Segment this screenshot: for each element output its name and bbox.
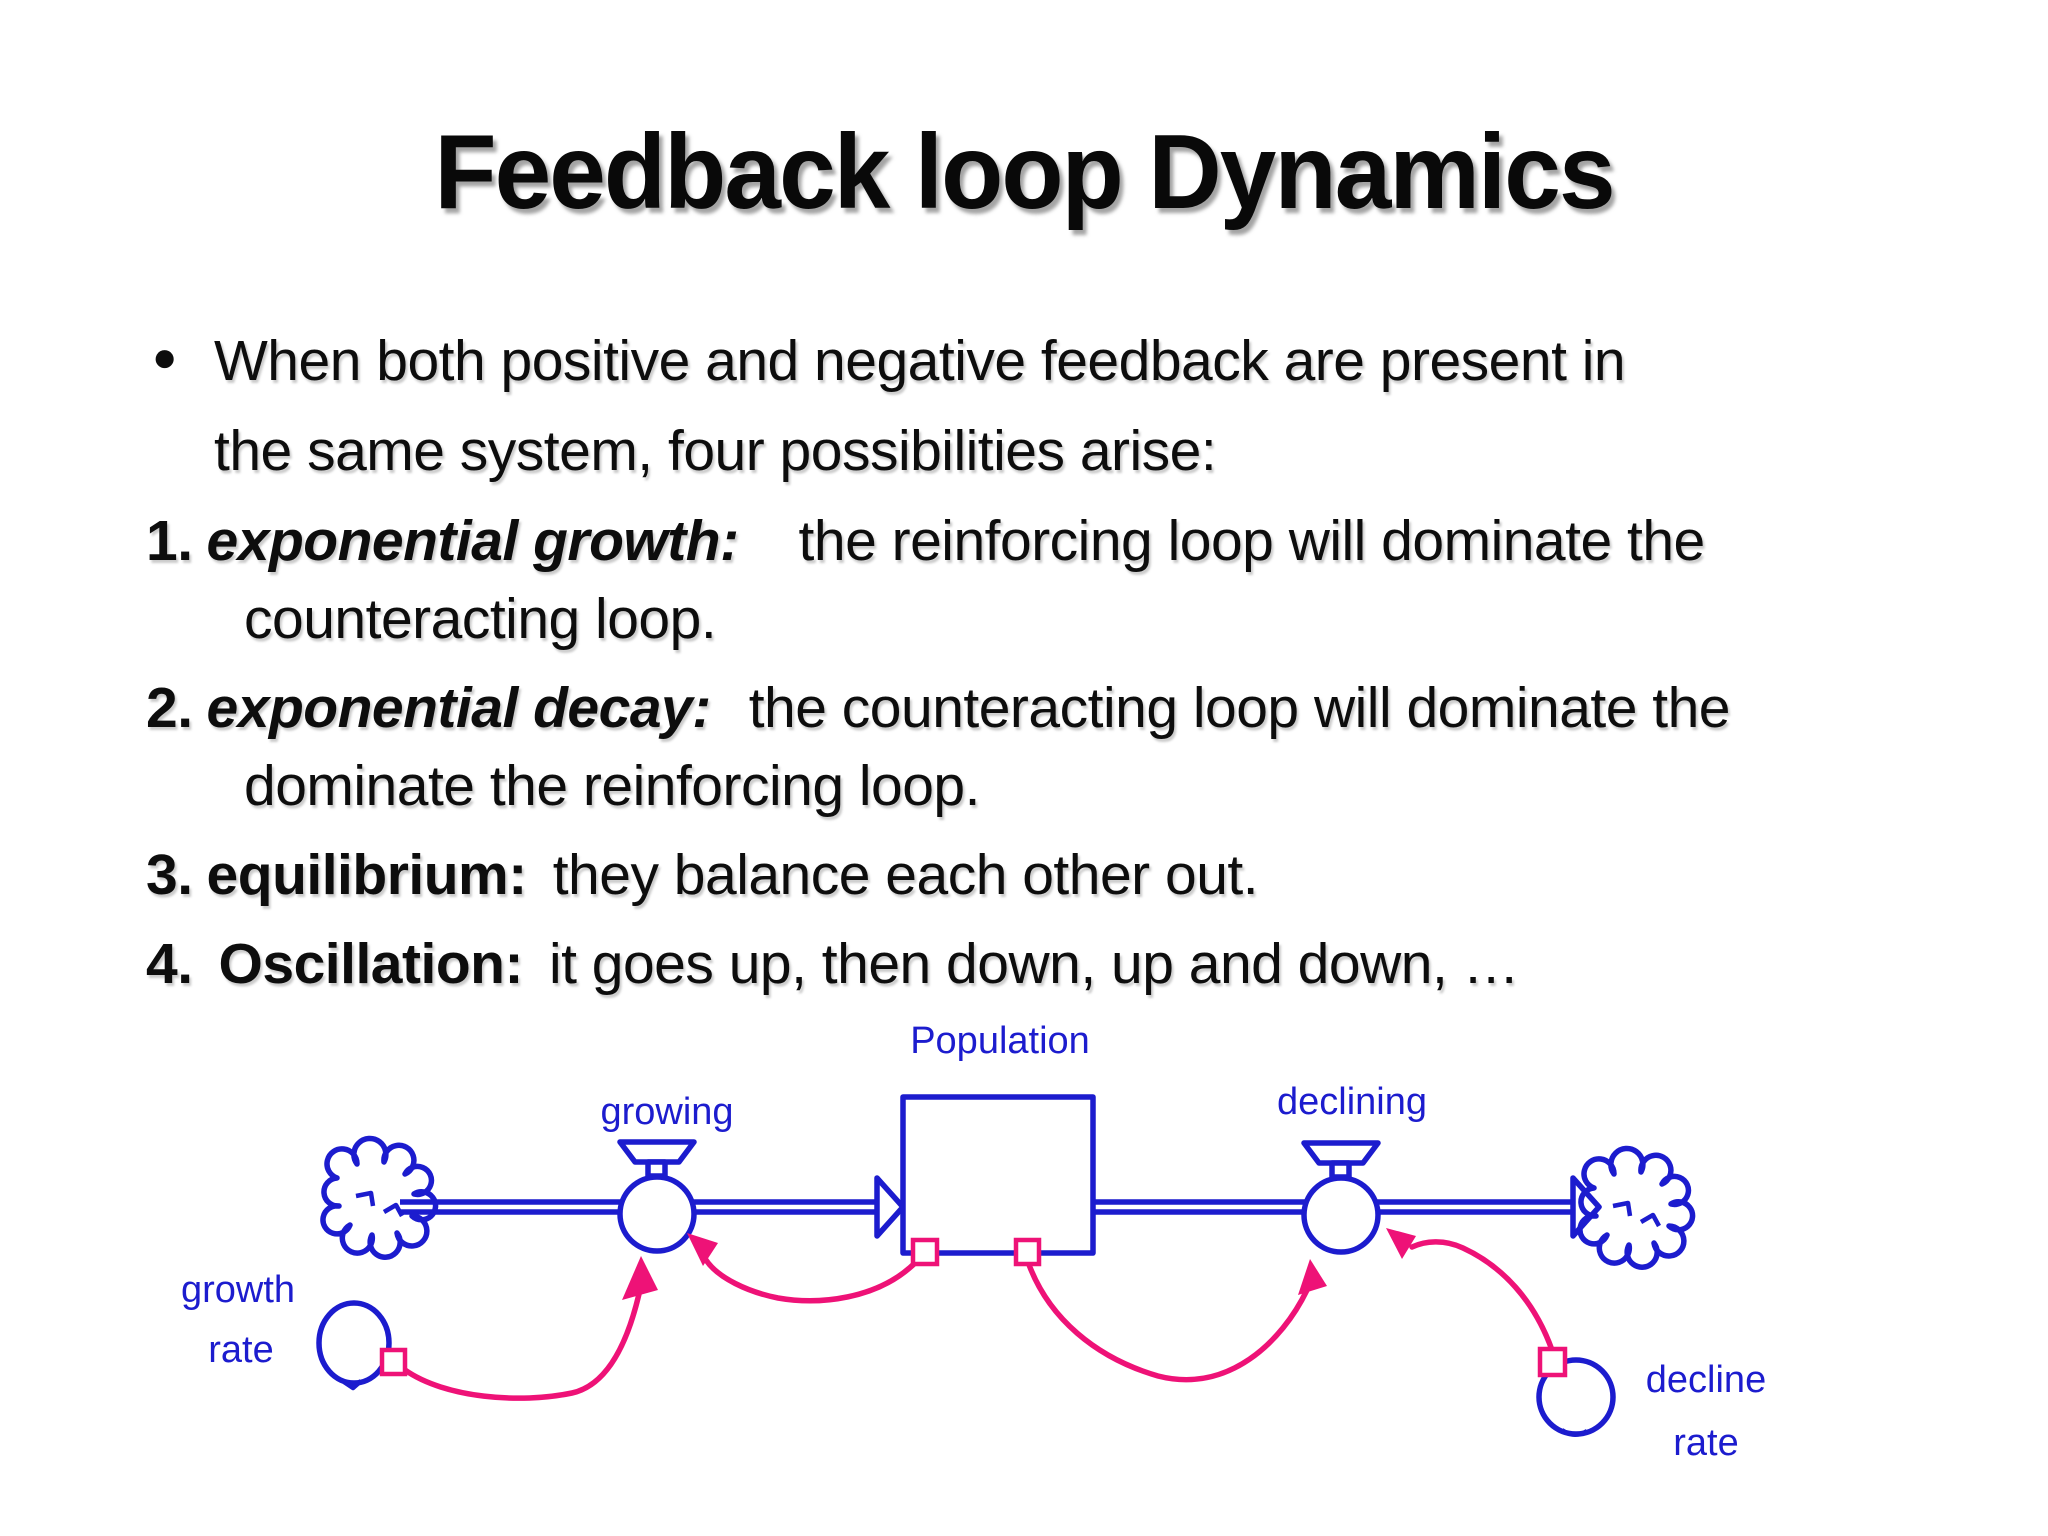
influence-arrow-decline-rate-to-declining bbox=[1409, 1239, 1555, 1353]
stock-label: Population bbox=[910, 1020, 1090, 1062]
influence-arrow-population-to-declining bbox=[1025, 1259, 1310, 1383]
inflow-label: growing bbox=[600, 1091, 733, 1133]
item-line-1: 3.equilibrium: they balance each other ou… bbox=[146, 836, 1730, 914]
growth-rate-label-line1: growth bbox=[181, 1269, 295, 1311]
bullet-line-2: the same system, four possibilities aris… bbox=[214, 419, 1217, 483]
item-lead: exponential decay: bbox=[206, 676, 712, 740]
influence-arrow-population-to-growing bbox=[703, 1257, 919, 1304]
list-item-oscillation: 4. Oscillation: it goes up, then down, up … bbox=[146, 925, 1730, 1003]
outflow-valve-icon bbox=[1304, 1143, 1378, 1252]
stock-box bbox=[900, 1094, 1096, 1256]
item-number: 4. bbox=[146, 932, 193, 996]
item-text: it goes up, then down, up and down, … bbox=[548, 932, 1520, 996]
item-lead: Oscillation: bbox=[218, 932, 524, 996]
arrowhead-icon bbox=[1298, 1259, 1327, 1295]
list-item-exponential-growth: 1.exponential growth: the reinforcing loo… bbox=[146, 502, 1730, 658]
item-line-1: 2.exponential decay: the counteracting lo… bbox=[146, 669, 1731, 747]
item-text: the counteracting loop will dominate the bbox=[748, 676, 1731, 740]
bullet-icon: ● bbox=[152, 333, 178, 380]
bullet-line-1: When both positive and negative feedback… bbox=[214, 329, 1626, 393]
item-line-1: 1.exponential growth: the reinforcing loo… bbox=[146, 502, 1730, 580]
bullet-point: When both positive and negative feedback… bbox=[214, 316, 1626, 496]
list-item-equilibrium: 3.equilibrium: they balance each other ou… bbox=[146, 836, 1730, 914]
outflow-pipe bbox=[1093, 1199, 1308, 1215]
decline-rate-label-line1: decline bbox=[1646, 1359, 1766, 1401]
item-line-2: dominate the reinforcing loop. bbox=[244, 754, 980, 818]
item-lead: exponential growth: bbox=[206, 509, 740, 573]
influence-arrow-growth-rate-to-growing bbox=[402, 1291, 642, 1401]
arrowhead-icon bbox=[622, 1256, 658, 1300]
inflow-pipe bbox=[690, 1199, 877, 1215]
item-number: 2. bbox=[146, 676, 193, 740]
item-text: they balance each other out. bbox=[552, 843, 1259, 907]
connector-anchor bbox=[910, 1237, 940, 1267]
growth-rate-label-line2: rate bbox=[208, 1329, 273, 1371]
slide-title: Feedback loop Dynamics bbox=[434, 113, 1615, 231]
connector-anchor bbox=[1537, 1346, 1568, 1378]
connector-anchor bbox=[379, 1347, 408, 1377]
arrowhead-icon bbox=[1386, 1228, 1416, 1259]
possibility-list: 1.exponential growth: the reinforcing loo… bbox=[146, 502, 1731, 1014]
growth-rate-circle bbox=[316, 1300, 392, 1386]
list-item-exponential-decay: 2.exponential decay: the counteracting lo… bbox=[146, 669, 1731, 825]
inflow-arrowhead-icon bbox=[874, 1175, 906, 1239]
inflow-valve-icon bbox=[620, 1142, 694, 1251]
item-line-1: 4. Oscillation: it goes up, then down, up … bbox=[146, 925, 1730, 1003]
decline-rate-circle-notch bbox=[1560, 1428, 1589, 1437]
cloud-source-icon bbox=[323, 1138, 436, 1257]
outflow-pipe bbox=[1374, 1199, 1572, 1215]
item-line-2: counteracting loop. bbox=[244, 587, 717, 651]
item-lead: equilibrium: bbox=[206, 843, 528, 907]
arrowhead-icon bbox=[687, 1233, 718, 1266]
growth-rate-circle-notch bbox=[342, 1379, 363, 1391]
decline-rate-label-line2: rate bbox=[1673, 1422, 1738, 1464]
connector-anchor bbox=[1013, 1237, 1042, 1267]
item-text: the reinforcing loop will dominate the bbox=[798, 509, 1706, 573]
item-number: 1. bbox=[146, 509, 193, 573]
outflow-label: declining bbox=[1277, 1081, 1427, 1123]
item-number: 3. bbox=[146, 843, 193, 907]
